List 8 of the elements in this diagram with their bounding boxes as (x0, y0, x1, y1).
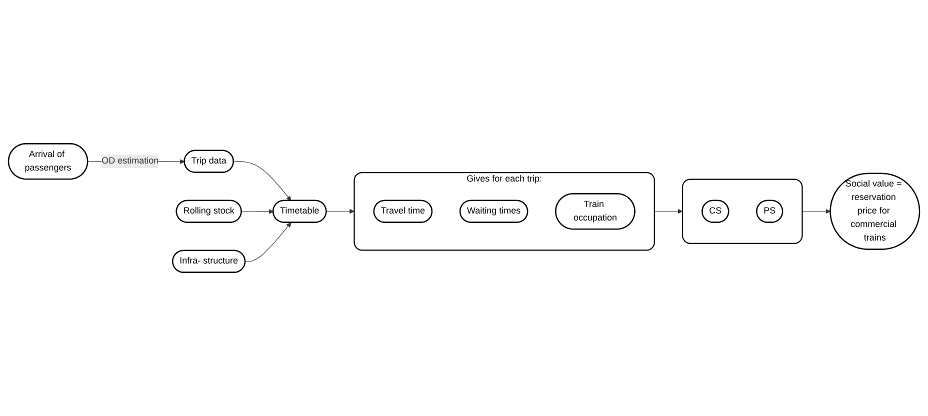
arrow (241, 209, 274, 214)
arrow (245, 222, 292, 262)
arrow (233, 161, 292, 201)
arrow (802, 208, 831, 214)
arrow (654, 208, 683, 214)
arrow (326, 208, 354, 214)
edge-label: OD estimation (102, 156, 159, 166)
cluster (682, 178, 803, 244)
